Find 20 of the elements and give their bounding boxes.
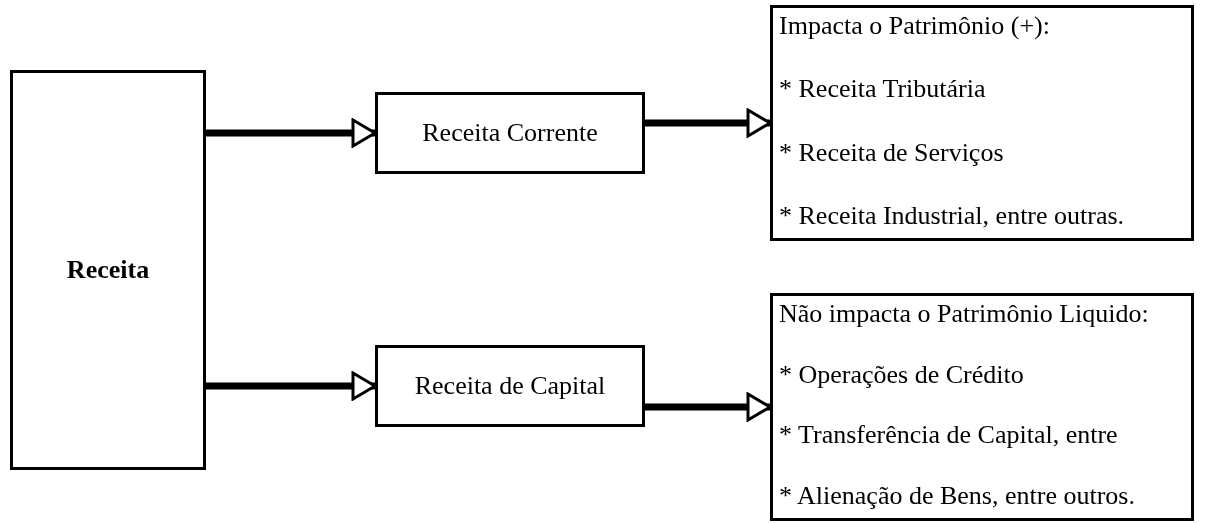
text-box [770, 5, 1194, 241]
arrow [645, 108, 772, 138]
box-text: * Transferência de Capital, entre [779, 419, 1119, 452]
box-text: Receita Corrente [422, 117, 598, 149]
text-box [375, 345, 645, 427]
arrow [645, 392, 772, 422]
text-box [770, 293, 1194, 521]
arrow [206, 118, 377, 148]
box-text: * Receita Industrial, entre outras. [779, 200, 1126, 232]
box-text: Não impacta o Patrimônio Liquido: [779, 298, 1150, 330]
box-text: * Receita Tributária [779, 73, 987, 106]
box-text: Receita [66, 254, 150, 286]
text-box [375, 92, 645, 174]
text-box [10, 70, 206, 470]
box-text: Receita de Capital [414, 370, 606, 402]
box-text: * Alienação de Bens, entre outros. [779, 479, 1136, 512]
box-text: * Receita de Serviços [779, 136, 1005, 169]
arrow [206, 371, 377, 401]
box-text: * Operações de Crédito [779, 358, 1025, 391]
box-text: Impacta o Patrimônio (+): [779, 10, 1051, 42]
